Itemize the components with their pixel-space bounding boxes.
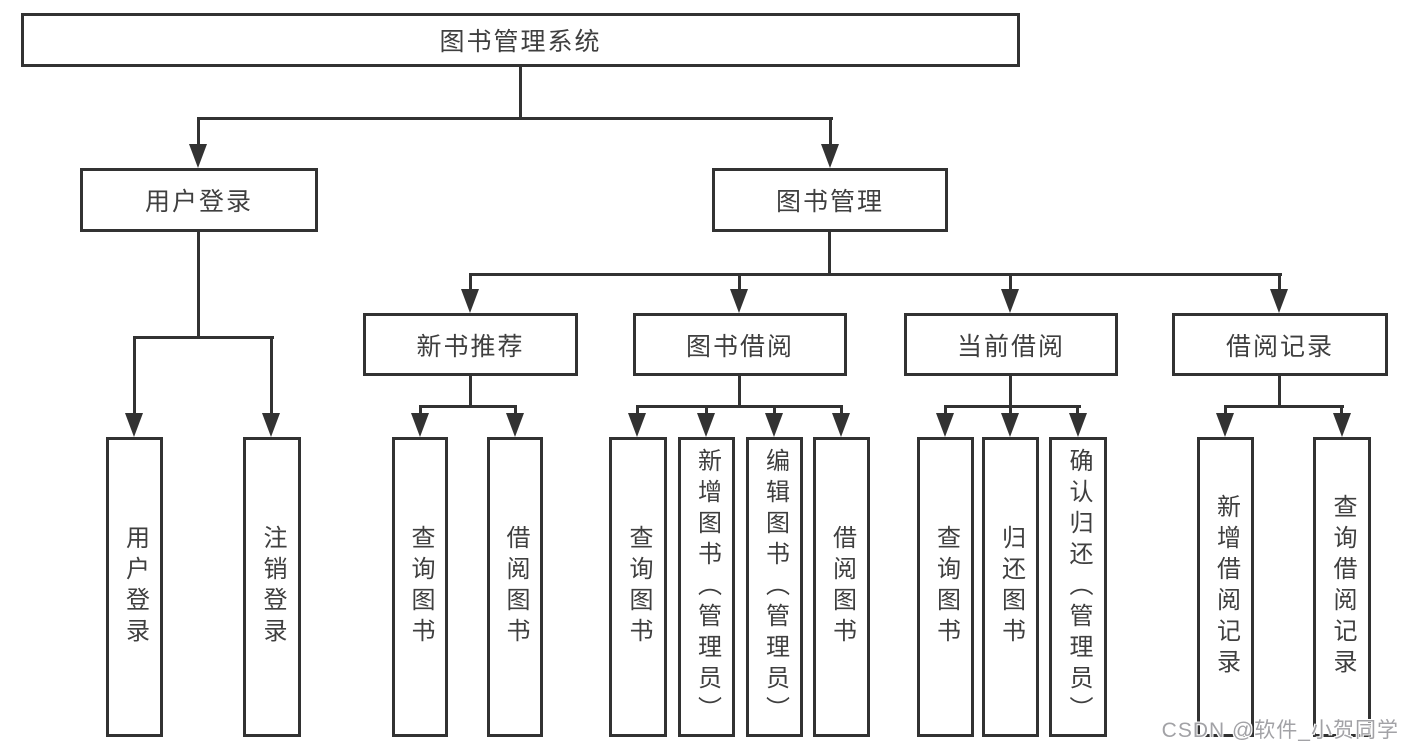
leaf-label: 新增图书（管理员） (693, 447, 721, 727)
leaf-label: 归还图书 (997, 525, 1025, 649)
arrow-head-icon (1001, 289, 1019, 313)
leaf-add-books-admin: 新增图书（管理员） (678, 437, 735, 737)
leaf-label: 注销登录 (259, 525, 286, 649)
node-book-borrowing: 图书借阅 (633, 313, 847, 376)
leaf-label: 确认归还（管理员） (1065, 447, 1092, 727)
connector-line (1278, 273, 1281, 296)
leaf-label: 新增借阅记录 (1212, 494, 1240, 680)
node-borrowing-records: 借阅记录 (1172, 313, 1388, 376)
leaf-return-books: 归还图书 (982, 437, 1039, 737)
leaf-query-books-recommend: 查询图书 (392, 437, 448, 737)
leaf-borrow-books-borrowing: 借阅图书 (813, 437, 870, 737)
arrow-head-icon (697, 413, 715, 437)
node-root-library-system: 图书管理系统 (21, 13, 1020, 67)
connector-line (738, 376, 741, 408)
arrow-head-icon (1333, 413, 1351, 437)
leaf-label: 用户登录 (121, 525, 149, 649)
connector-line (636, 405, 639, 419)
connector-line (944, 405, 947, 419)
connector-line (419, 405, 517, 408)
leaf-label: 查询图书 (932, 525, 960, 649)
connector-line (519, 67, 522, 120)
connector-line (828, 232, 831, 276)
connector-line (1278, 376, 1281, 408)
connector-line (469, 273, 472, 296)
connector-line (197, 117, 200, 150)
arrow-head-icon (411, 413, 429, 437)
connector-line (1224, 405, 1344, 408)
connector-line (773, 405, 776, 419)
node-new-book-recommend: 新书推荐 (363, 313, 578, 376)
leaf-label: 借阅图书 (502, 525, 529, 649)
arrow-head-icon (1216, 413, 1234, 437)
connector-line (829, 117, 832, 150)
connector-line (1076, 405, 1079, 419)
connector-line (944, 405, 1081, 408)
connector-line (197, 117, 833, 120)
arrow-head-icon (821, 144, 839, 168)
connector-line (1340, 405, 1343, 419)
node-current-borrowing: 当前借阅 (904, 313, 1118, 376)
arrow-head-icon (189, 144, 207, 168)
leaf-label: 查询图书 (407, 525, 434, 649)
leaf-borrow-books-recommend: 借阅图书 (487, 437, 543, 737)
arrow-head-icon (1270, 289, 1288, 313)
connector-line (1009, 273, 1012, 296)
leaf-add-borrow-record: 新增借阅记录 (1197, 437, 1254, 737)
connector-line (419, 405, 422, 419)
connector-line (840, 405, 843, 419)
arrow-head-icon (461, 289, 479, 313)
connector-line (738, 273, 741, 296)
csdn-watermark: CSDN @软件_小贺同学 (1161, 719, 1399, 742)
arrow-head-icon (1001, 413, 1019, 437)
leaf-label: 查询图书 (625, 525, 652, 649)
connector-line (133, 336, 274, 339)
arrow-head-icon (832, 413, 850, 437)
leaf-query-borrow-record: 查询借阅记录 (1313, 437, 1371, 737)
leaf-logout: 注销登录 (243, 437, 301, 737)
arrow-head-icon (628, 413, 646, 437)
arrow-head-icon (936, 413, 954, 437)
arrow-head-icon (1069, 413, 1087, 437)
connector-line (514, 405, 517, 419)
connector-line (133, 336, 136, 418)
leaf-label: 借阅图书 (828, 525, 856, 649)
connector-line (1224, 405, 1227, 419)
connector-line (469, 376, 472, 408)
arrow-head-icon (262, 413, 280, 437)
arrow-head-icon (125, 413, 143, 437)
node-book-management: 图书管理 (712, 168, 948, 232)
leaf-label: 编辑图书（管理员） (761, 447, 789, 727)
connector-line (705, 405, 708, 419)
connector-line (197, 232, 200, 339)
leaf-label: 查询借阅记录 (1329, 494, 1356, 680)
connector-line (636, 405, 843, 408)
connector-line (270, 336, 273, 418)
connector-line (469, 273, 1282, 276)
connector-line (1009, 376, 1012, 408)
leaf-edit-books-admin: 编辑图书（管理员） (746, 437, 803, 737)
arrow-head-icon (765, 413, 783, 437)
leaf-user-login: 用户登录 (106, 437, 163, 737)
arrow-head-icon (506, 413, 524, 437)
arrow-head-icon (730, 289, 748, 313)
leaf-query-books-borrowing: 查询图书 (609, 437, 667, 737)
connector-line (1009, 405, 1012, 419)
leaf-confirm-return-admin: 确认归还（管理员） (1049, 437, 1107, 737)
node-user-login: 用户登录 (80, 168, 318, 232)
leaf-query-books-current: 查询图书 (917, 437, 974, 737)
